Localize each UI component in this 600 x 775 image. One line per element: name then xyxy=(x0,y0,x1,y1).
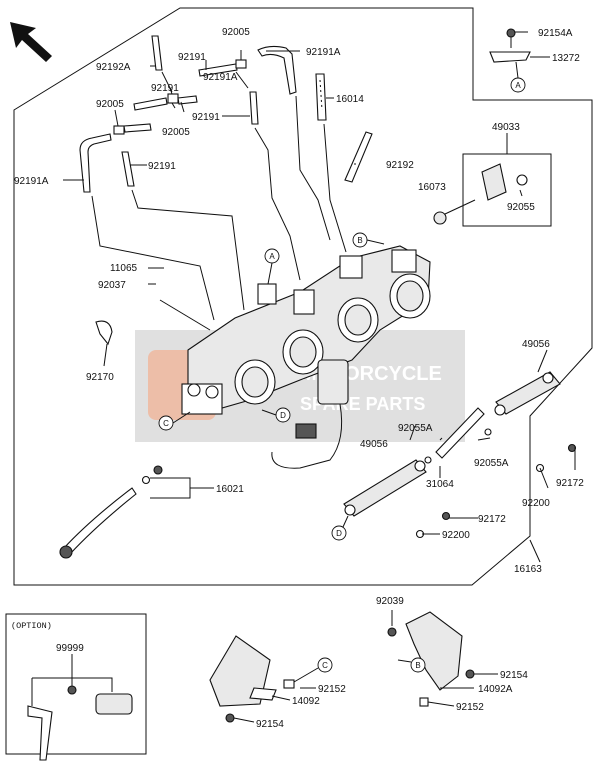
throttle-body-assembly xyxy=(181,245,431,469)
option-harness xyxy=(27,685,133,761)
svg-text:C: C xyxy=(322,661,328,670)
hose-route-lines xyxy=(91,71,347,321)
label-92055A-b: 92055A xyxy=(474,458,509,469)
label-14092: 14092 xyxy=(292,696,320,707)
svg-text:D: D xyxy=(336,529,342,538)
cover-14092A xyxy=(387,611,475,707)
label-92192A: 92192A xyxy=(96,62,131,73)
front-direction-arrow-icon xyxy=(10,22,52,62)
label-99999: 99999 xyxy=(56,643,84,654)
label-92005-mid: 92005 xyxy=(162,127,190,138)
fuel-pipe-31064 xyxy=(424,407,492,464)
callout-b-option: B xyxy=(397,657,426,673)
svg-text:A: A xyxy=(269,252,275,261)
leader-lines xyxy=(31,31,576,723)
callouts: A A B C D D C xyxy=(158,61,526,683)
label-92191A-top: 92191A xyxy=(306,47,341,58)
callout-b-main: B xyxy=(352,232,385,248)
callout-d-main: D xyxy=(261,407,291,423)
label-92172-mid: 92172 xyxy=(478,514,506,525)
rail-screws xyxy=(415,443,577,539)
option-title: (OPTION) xyxy=(11,621,52,631)
callout-d-rail: D xyxy=(331,515,349,541)
label-92172-right: 92172 xyxy=(556,478,584,489)
label-92055A-a: 92055A xyxy=(398,423,433,434)
label-92191-b: 92191 xyxy=(151,83,179,94)
svg-text:B: B xyxy=(357,236,362,245)
label-92154-mid: 92154 xyxy=(256,719,284,730)
label-92005-left: 92005 xyxy=(96,99,124,110)
clamp xyxy=(95,320,113,346)
svg-text:A: A xyxy=(515,81,521,90)
label-92170: 92170 xyxy=(86,372,114,383)
svg-text:C: C xyxy=(163,419,169,428)
label-92152-mid: 92152 xyxy=(318,684,346,695)
label-11065: 11065 xyxy=(110,263,138,274)
label-92200-mid: 92200 xyxy=(442,530,470,541)
label-16014: 16014 xyxy=(336,94,364,105)
screw-and-bracket-top xyxy=(489,28,531,63)
label-92191A-left: 92191A xyxy=(14,176,49,187)
cover-14092 xyxy=(209,635,295,723)
callout-c-main: C xyxy=(158,411,191,431)
label-92037: 92037 xyxy=(98,280,126,291)
label-92192: 92192 xyxy=(386,160,414,171)
label-92191-d: 92191 xyxy=(148,161,176,172)
label-92154A-top: 92154A xyxy=(538,28,573,39)
fuel-rail-mid xyxy=(343,459,427,517)
label-92191-a: 92191 xyxy=(178,52,206,63)
option-box: (OPTION) xyxy=(5,613,147,755)
label-92152-right: 92152 xyxy=(456,702,484,713)
label-31064: 31064 xyxy=(426,479,454,490)
label-92005-top: 92005 xyxy=(222,27,250,38)
fuel-rail-right xyxy=(494,371,561,416)
callout-c-option: C xyxy=(293,657,333,683)
main-assembly-frame xyxy=(13,7,593,586)
label-49056-mid: 49056 xyxy=(360,439,388,450)
label-92039: 92039 xyxy=(376,596,404,607)
label-14092A: 14092A xyxy=(478,684,513,695)
label-16163: 16163 xyxy=(514,564,542,575)
vacuum-hoses xyxy=(79,35,373,193)
label-16021: 16021 xyxy=(216,484,244,495)
label-49056-right: 49056 xyxy=(522,339,550,350)
svg-text:D: D xyxy=(280,411,286,420)
callout-a-main: A xyxy=(264,248,280,285)
label-92191-c: 92191 xyxy=(192,112,220,123)
label-92055: 92055 xyxy=(507,202,535,213)
fuel-hose xyxy=(59,465,163,559)
label-92154-right: 92154 xyxy=(500,670,528,681)
label-92200-right: 92200 xyxy=(522,498,550,509)
label-16073: 16073 xyxy=(418,182,446,193)
nozzle-49033 xyxy=(433,153,552,227)
label-49033: 49033 xyxy=(492,122,520,133)
part-labels: 92154A 13272 92005 92191A 92192A 92191 9… xyxy=(14,27,584,730)
label-92191A-b: 92191A xyxy=(203,72,238,83)
callout-a-top: A xyxy=(510,61,526,93)
label-13272: 13272 xyxy=(552,53,580,64)
svg-text:B: B xyxy=(415,661,420,670)
